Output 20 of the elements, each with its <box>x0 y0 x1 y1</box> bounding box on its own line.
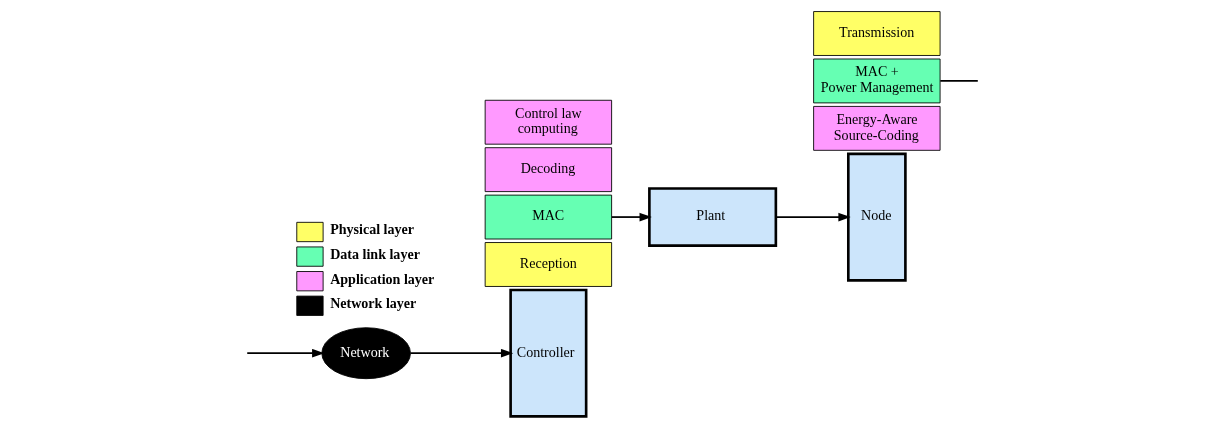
node-box: Energy-Aware Source-Coding <box>813 105 941 151</box>
legend-label: Data link layer <box>330 246 420 263</box>
node-ellipse: Network <box>321 327 411 380</box>
node-box: Reception <box>484 242 613 287</box>
legend-label: Application layer <box>330 270 435 287</box>
node-box: MAC + Power Management <box>813 58 941 104</box>
arrow <box>775 212 851 222</box>
node-box: Transmission <box>813 11 941 56</box>
node-box: Decoding <box>484 147 613 193</box>
node-box: Control law computing <box>484 99 613 145</box>
arrow <box>610 212 652 222</box>
legend-label: Network layer <box>330 295 417 312</box>
arrow <box>246 348 325 358</box>
node-box: MAC <box>484 194 613 240</box>
connector <box>939 80 979 82</box>
node-box: Plant <box>648 187 778 247</box>
node-box: Node <box>847 152 907 282</box>
node-box: Controller <box>509 288 588 418</box>
legend-label: Physical layer <box>330 221 415 238</box>
arrow <box>409 348 514 358</box>
